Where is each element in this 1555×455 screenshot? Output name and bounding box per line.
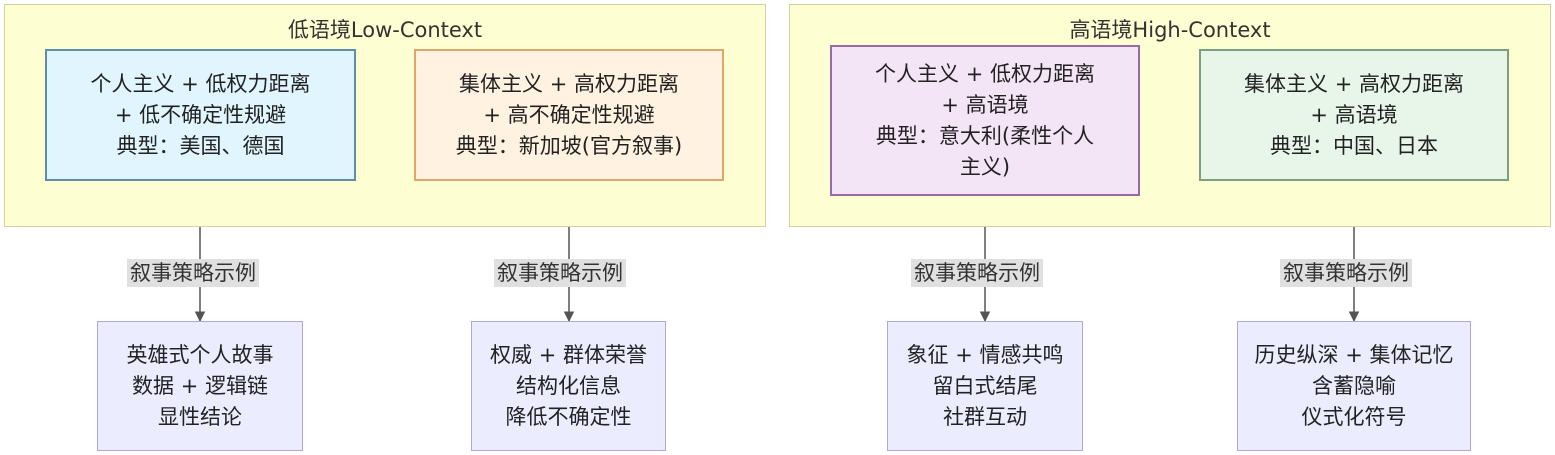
edge-label-2: 叙事策略示例 [494,259,626,287]
node-line: 社群互动 [942,404,1027,429]
edge-label-1: 叙事策略示例 [127,259,259,287]
node-line: + 高语境 [941,92,1029,117]
node-line: 含蓄隐喻 [1311,373,1396,398]
node-line: 显性结论 [158,404,242,429]
node-line: 历史纵深 + 集体记忆 [1254,342,1454,367]
node-line: 象征 + 情感共鸣 [906,342,1064,367]
node-line: + 低不确定性规避 [114,102,287,127]
node-line: 数据 + 逻辑链 [132,373,268,398]
node-collectivism-high-context: 集体主义 + 高权力距离 + 高语境 典型：中国、日本 [1199,49,1509,181]
node-line: 英雄式个人故事 [126,342,274,367]
node-line: + 高语境 [1310,102,1398,127]
node-line: + 高不确定性规避 [483,102,655,127]
node-individualism-low-context: 个人主义 + 低权力距离 + 低不确定性规避 典型：美国、德国 [45,49,356,181]
node-line: 留白式结尾 [932,373,1038,398]
node-line: 降低不确定性 [505,404,632,429]
node-output-hero-story: 英雄式个人故事 数据 + 逻辑链 显性结论 [97,321,303,451]
edge-label-3: 叙事策略示例 [911,259,1043,287]
node-line: 主义) [959,154,1011,179]
node-output-authority: 权威 + 群体荣誉 结构化信息 降低不确定性 [471,321,666,451]
edge-label-4: 叙事策略示例 [1280,259,1412,287]
node-line: 权威 + 群体荣誉 [490,342,647,367]
node-line: 典型：新加坡(官方叙事) [455,133,683,158]
node-line: 典型：美国、德国 [116,133,285,158]
cluster-title-low: 低语境Low-Context [287,18,483,42]
node-line: 典型：中国、日本 [1269,133,1438,158]
node-individualism-high-context: 个人主义 + 低权力距离 + 高语境 典型：意大利(柔性个人 主义) [830,45,1140,196]
node-line: 个人主义 + 低权力距离 [875,61,1095,86]
node-output-history: 历史纵深 + 集体记忆 含蓄隐喻 仪式化符号 [1237,321,1471,451]
node-collectivism-low-context: 集体主义 + 高权力距离 + 高不确定性规避 典型：新加坡(官方叙事) [414,49,724,181]
node-line: 个人主义 + 低权力距离 [90,71,311,96]
node-line: 集体主义 + 高权力距离 [459,71,679,96]
node-line: 仪式化符号 [1301,404,1407,429]
node-line: 集体主义 + 高权力距离 [1244,71,1464,96]
node-line: 结构化信息 [515,373,621,398]
node-line: 典型：意大利(柔性个人 [875,123,1095,148]
cluster-title-high: 高语境High-Context [1069,18,1271,42]
node-output-symbolism: 象征 + 情感共鸣 留白式结尾 社群互动 [887,321,1083,451]
